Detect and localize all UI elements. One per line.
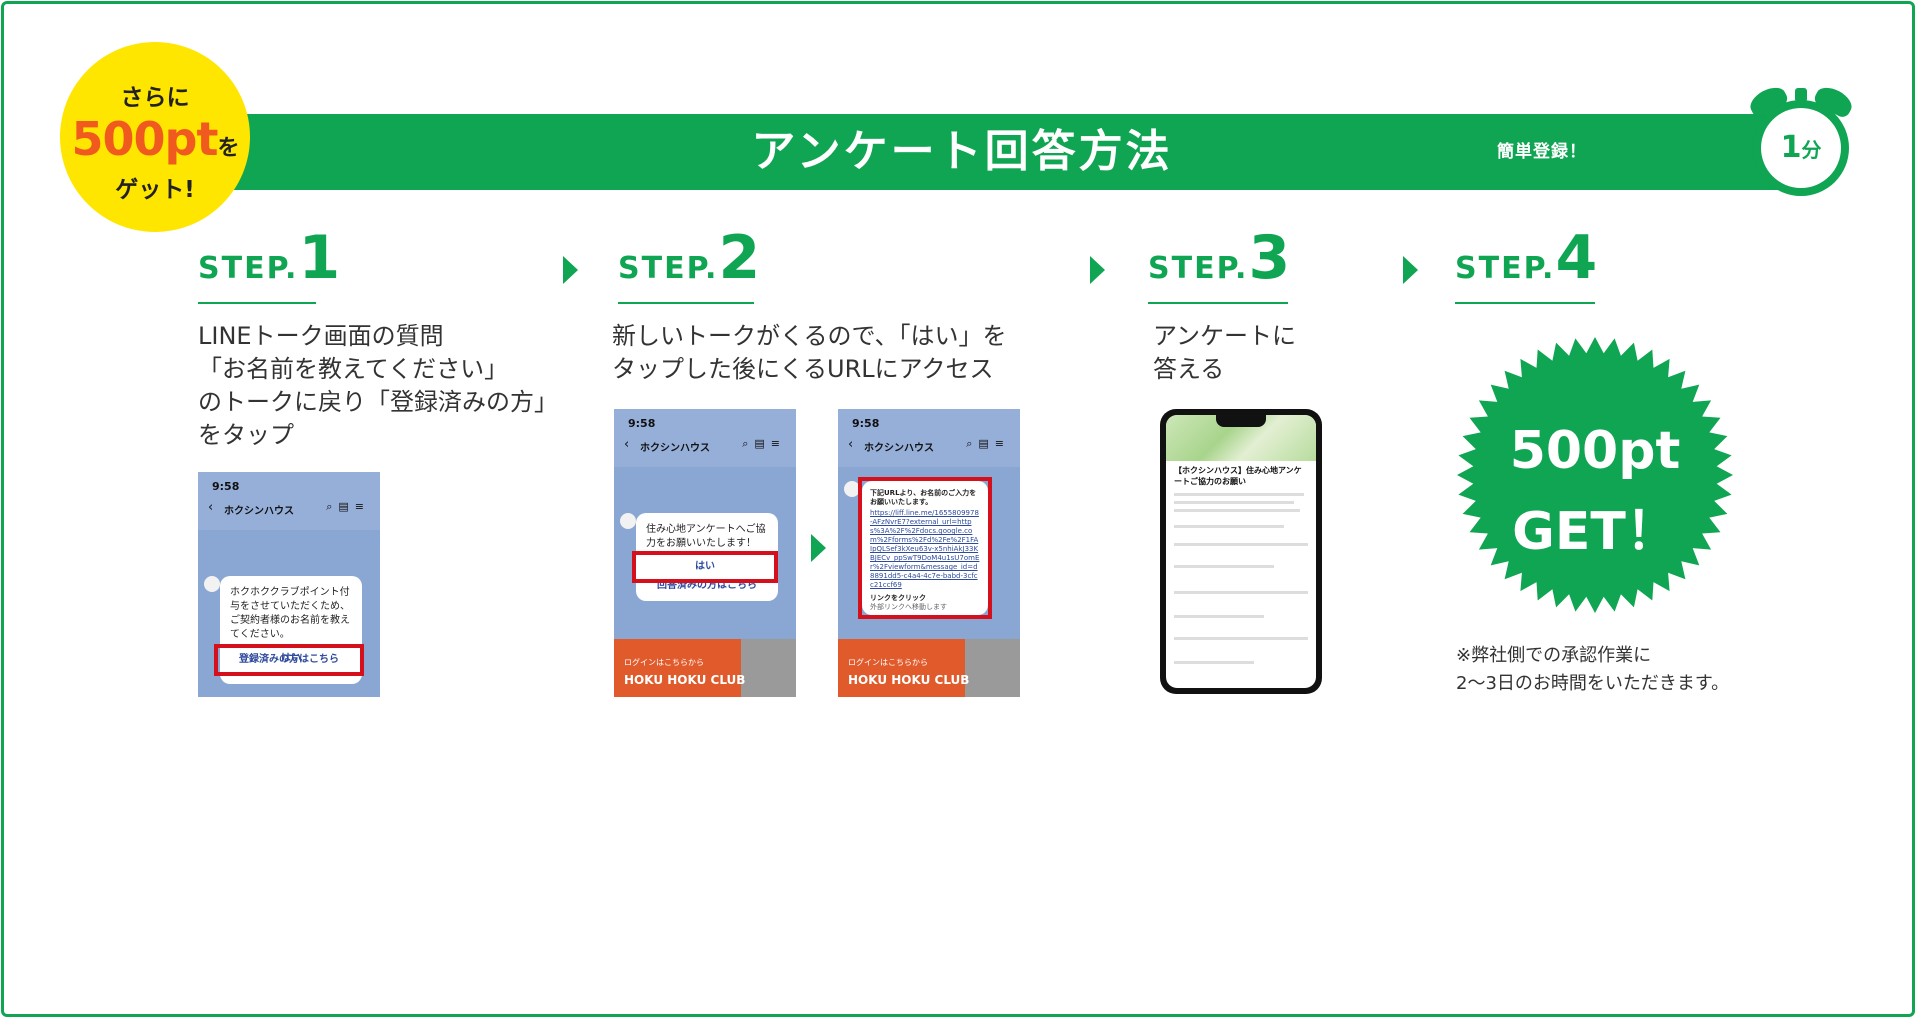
avatar — [620, 513, 636, 529]
avatar — [204, 576, 220, 592]
registered-button[interactable]: 登録済みの方はこちら — [214, 644, 364, 676]
survey-title: 【ホクシンハウス】住み心地アンケートご協力のお願い — [1174, 466, 1302, 486]
chat-tools-icons: ⌕▤≡ — [326, 500, 370, 513]
arrow-right-icon — [811, 534, 826, 562]
chat-tools-icons: ⌕▤≡ — [966, 437, 1010, 450]
approval-note: ※弊社側での承認作業に 2〜3日のお時間をいただきます。 — [1456, 645, 1730, 694]
chat-account-name: ホクシンハウス — [224, 506, 294, 517]
chat-bubble: 下記URLより、お名前のご入力をお願いいたします。 https://liff.l… — [862, 481, 988, 615]
step-1-underline — [198, 302, 316, 304]
avatar — [844, 481, 860, 497]
step-2-screenshot-a: 9:58 ‹ ホクシンハウス ⌕▤≡ 住み心地アンケートへご協力をお願いいたしま… — [614, 409, 796, 697]
bonus-badge: さらに 500ptを ゲット! — [60, 42, 250, 232]
step-2-description: 新しいトークがくるので、「はい」を タップした後にくるURLにアクセス — [612, 322, 1007, 383]
step-3-heading: STEP.3 — [1148, 223, 1291, 293]
step-4-heading: STEP.4 — [1455, 223, 1598, 293]
arrow-right-icon — [1403, 256, 1418, 284]
step-4-underline — [1455, 302, 1595, 304]
smartphone-survey-screenshot: 【ホクシンハウス】住み心地アンケートご協力のお願い — [1160, 409, 1322, 694]
yes-button[interactable]: はい — [632, 551, 778, 583]
easy-registration-label: 簡単登録！ — [1497, 142, 1587, 162]
chat-account-name: ホクシンハウス — [640, 443, 710, 454]
chat-bubble: 住み心地アンケートへご協力をお願いいたします！ 回答済みの方はこちら — [636, 513, 778, 601]
starburst-shape — [1457, 337, 1733, 613]
arrow-right-icon — [563, 256, 578, 284]
step-2-underline — [618, 302, 754, 304]
step-3-description: アンケートに 答える — [1153, 322, 1297, 383]
link-highlight-box — [858, 477, 992, 619]
chat-bubble: ホクホククラブポイント付与をさせていただくため、ご契約者様のお名前を教えてくださ… — [220, 576, 362, 684]
step-2-heading: STEP.2 — [618, 223, 761, 293]
reward-starburst — [1457, 337, 1733, 613]
badge-line3: ゲット! — [115, 177, 195, 203]
survey-link[interactable]: https://liff.line.me/1655809978-AFzNvrE7… — [870, 509, 980, 589]
header-banner: アンケート回答方法 簡単登録！ — [232, 114, 1792, 190]
step-1-screenshot: 9:58 ‹ ホクシンハウス ⌕▤≡ ホクホククラブポイント付与をさせていただく… — [198, 472, 380, 697]
step-1-description: LINEトーク画面の質問 「お名前を教えてください」 のトークに戻り「登録済みの… — [198, 322, 558, 449]
timer-label: 1分 — [1761, 108, 1841, 188]
chat-tools-icons: ⌕▤≡ — [742, 437, 786, 450]
page-title: アンケート回答方法 — [751, 126, 1173, 177]
badge-line1: さらに — [120, 85, 190, 111]
chat-account-name: ホクシンハウス — [864, 443, 934, 454]
back-icon: ‹ — [208, 500, 214, 515]
reward-text: 500pt GET！ — [1509, 421, 1681, 562]
stopwatch-icon: 1分 — [1745, 82, 1857, 200]
step-1-heading: STEP.1 — [198, 223, 341, 293]
step-2-screenshot-b: 9:58 ‹ ホクシンハウス ⌕▤≡ 下記URLより、お名前のご入力をお願いいた… — [838, 409, 1020, 697]
arrow-right-icon — [1090, 256, 1105, 284]
owners-club-banner: ログインはこちらから HOKU HOKU CLUB — [838, 639, 1020, 697]
owners-club-banner: ログインはこちらから HOKU HOKU CLUB — [614, 639, 796, 697]
back-icon: ‹ — [624, 437, 630, 452]
badge-points: 500ptを — [71, 112, 240, 166]
step-3-underline — [1148, 302, 1288, 304]
back-icon: ‹ — [848, 437, 854, 452]
